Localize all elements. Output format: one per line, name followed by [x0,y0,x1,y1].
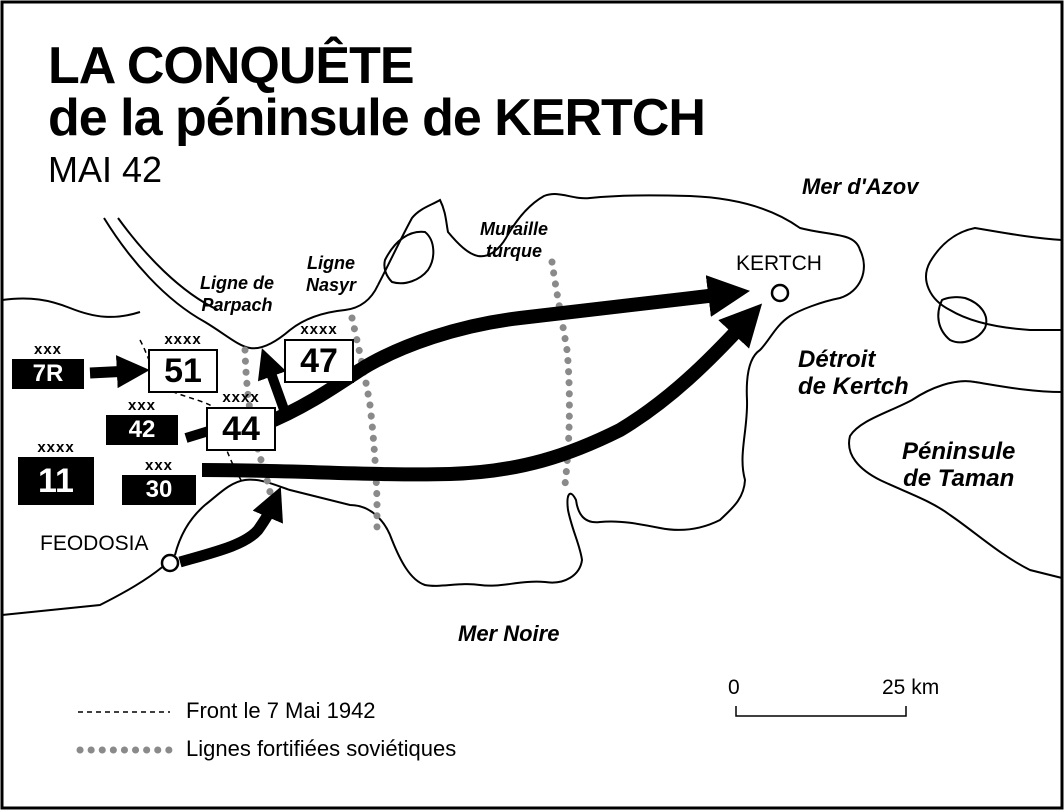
label-taman-line1: Péninsule [902,438,1016,465]
title-line-2: de la péninsule de KERTCH [48,89,706,147]
arrow-feodosia-landing [178,486,283,568]
coastline-taman-south [848,380,1063,579]
scale-start-label: 0 [728,676,740,699]
label-mer-noire: Mer Noire [458,621,560,646]
arrow-7r-to-51 [89,355,150,389]
unit-7r-label: 7R [12,359,84,389]
coastline-taman [925,226,1063,331]
unit-11-echelon: xxxx [37,439,75,456]
unit-7r-echelon: xxx [33,341,63,358]
fortified-line-nasyr [348,314,381,536]
kertch-city-marker [770,283,790,303]
label-taman-line2: de Taman [903,465,1015,492]
label-kertch: KERTCH [736,252,822,275]
unit-11-label: 11 [18,457,94,505]
label-parpach-line1: Ligne de [200,273,275,293]
legend-fortified-text: Lignes fortifiées soviétiques [186,736,457,761]
label-peninsule-taman: Péninsule de Taman [902,438,1015,492]
arrow-44-north [257,348,291,417]
coastline-north-crimea [103,217,379,350]
label-parpach-line2: Parpach [201,295,273,315]
arrow-main-north [259,275,751,432]
label-muraille-line1: Muraille [480,219,549,239]
title-line-1: LA CONQUÊTE [48,37,415,95]
legend-front-text: Front le 7 Mai 1942 [186,698,376,723]
coastline-south-crimea [1,554,176,616]
label-ligne-parpach: Ligne de Parpach [200,272,274,316]
arrow-main-south [201,303,763,482]
unit-44-echelon: xxxx [222,389,260,406]
unit-11: xxxx 11 [18,440,94,505]
map-subtitle: MAI 42 [48,149,163,190]
fortified-line-muraille [548,258,573,489]
label-nasyr-line2: Nasyr [306,275,357,295]
unit-51: xxxx 51 [148,332,218,393]
label-detroit-line1: Détroit [798,346,876,373]
unit-30-label: 30 [122,475,196,505]
coastline-kerch-peninsula [174,193,865,587]
coastline-taman-lagoon [937,296,988,344]
unit-44: xxxx 44 [206,390,276,451]
unit-47: xxxx 47 [284,322,354,383]
feodosia-city-marker [160,553,180,573]
label-nasyr-line1: Ligne [307,253,356,273]
unit-51-label: 51 [148,349,218,393]
label-feodosia: FEODOSIA [40,532,149,555]
unit-7r: xxx 7R [12,342,84,389]
unit-30-echelon: xxx [144,457,174,474]
label-detroit-kertch: Détroit de Kertch [798,346,909,400]
coastline-north-crimea-inner [117,217,219,311]
unit-44-label: 44 [206,407,276,451]
title-block: LA CONQUÊTE de la péninsule de KERTCH MA… [48,37,706,192]
scale-end-label: 25 km [882,676,940,699]
label-muraille-turque: Muraille turque [480,218,548,262]
label-detroit-line2: de Kertch [798,373,909,400]
label-ligne-nasyr: Ligne Nasyr [306,252,356,296]
legend-fortified: Lignes fortifiées soviétiques [172,736,456,762]
coastline-west [1,297,141,318]
unit-51-echelon: xxxx [164,331,202,348]
unit-42-label: 42 [106,415,178,445]
scale-bar [735,706,907,717]
azov-spit [383,230,435,285]
legend-front: Front le 7 Mai 1942 [172,698,376,724]
label-mer-azov: Mer d'Azov [802,174,919,199]
unit-30: xxx 30 [122,458,196,505]
unit-47-label: 47 [284,339,354,383]
front-line-7-mai [139,339,244,485]
label-muraille-line2: turque [486,241,543,261]
unit-42: xxx 42 [106,398,178,445]
unit-47-echelon: xxxx [300,321,338,338]
unit-42-echelon: xxx [127,397,157,414]
